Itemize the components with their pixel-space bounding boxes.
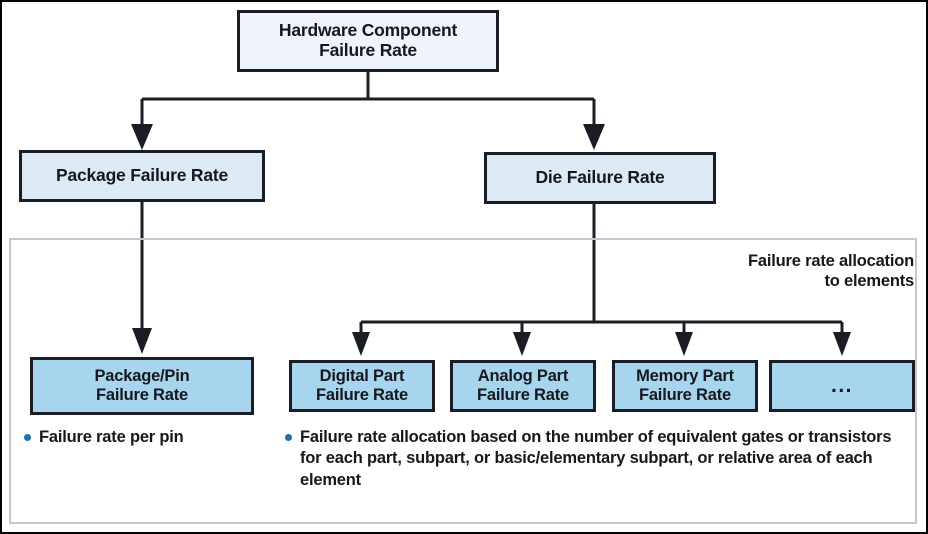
bullet-die-allocation: Failure rate allocation based on the num… (285, 427, 907, 491)
bullet-dot-icon (24, 434, 31, 441)
node-analog-part-failure-rate[interactable]: Analog Part Failure Rate (450, 360, 596, 412)
node-die-failure-rate[interactable]: Die Failure Rate (484, 152, 716, 204)
node-memory-part-failure-rate[interactable]: Memory Part Failure Rate (612, 360, 758, 412)
node-other-failure-rate[interactable]: ... (769, 360, 915, 412)
allocation-group-box (9, 238, 917, 524)
node-hardware-component-failure-rate[interactable]: Hardware Component Failure Rate (237, 10, 499, 72)
allocation-group-caption: Failure rate allocation to elements (748, 252, 914, 290)
bullet-text-package-pin: Failure rate per pin (39, 428, 184, 446)
node-package-pin-failure-rate[interactable]: Package/Pin Failure Rate (30, 357, 254, 415)
bullet-text-die-allocation: Failure rate allocation based on the num… (300, 428, 892, 489)
arrowhead-die (583, 124, 605, 150)
bullet-package-pin: Failure rate per pin (24, 427, 274, 448)
arrowhead-package (131, 124, 153, 150)
node-digital-part-failure-rate[interactable]: Digital Part Failure Rate (289, 360, 435, 412)
bullet-dot-icon (285, 434, 292, 441)
node-package-failure-rate[interactable]: Package Failure Rate (19, 150, 265, 202)
